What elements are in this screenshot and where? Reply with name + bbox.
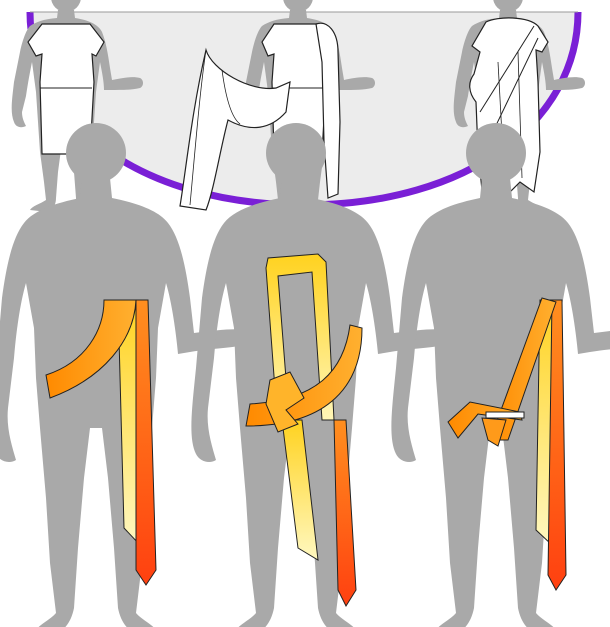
figure-sash-step-3 — [391, 123, 610, 627]
sash-white-tab — [486, 412, 524, 418]
sash-red-strip-2 — [334, 420, 356, 606]
